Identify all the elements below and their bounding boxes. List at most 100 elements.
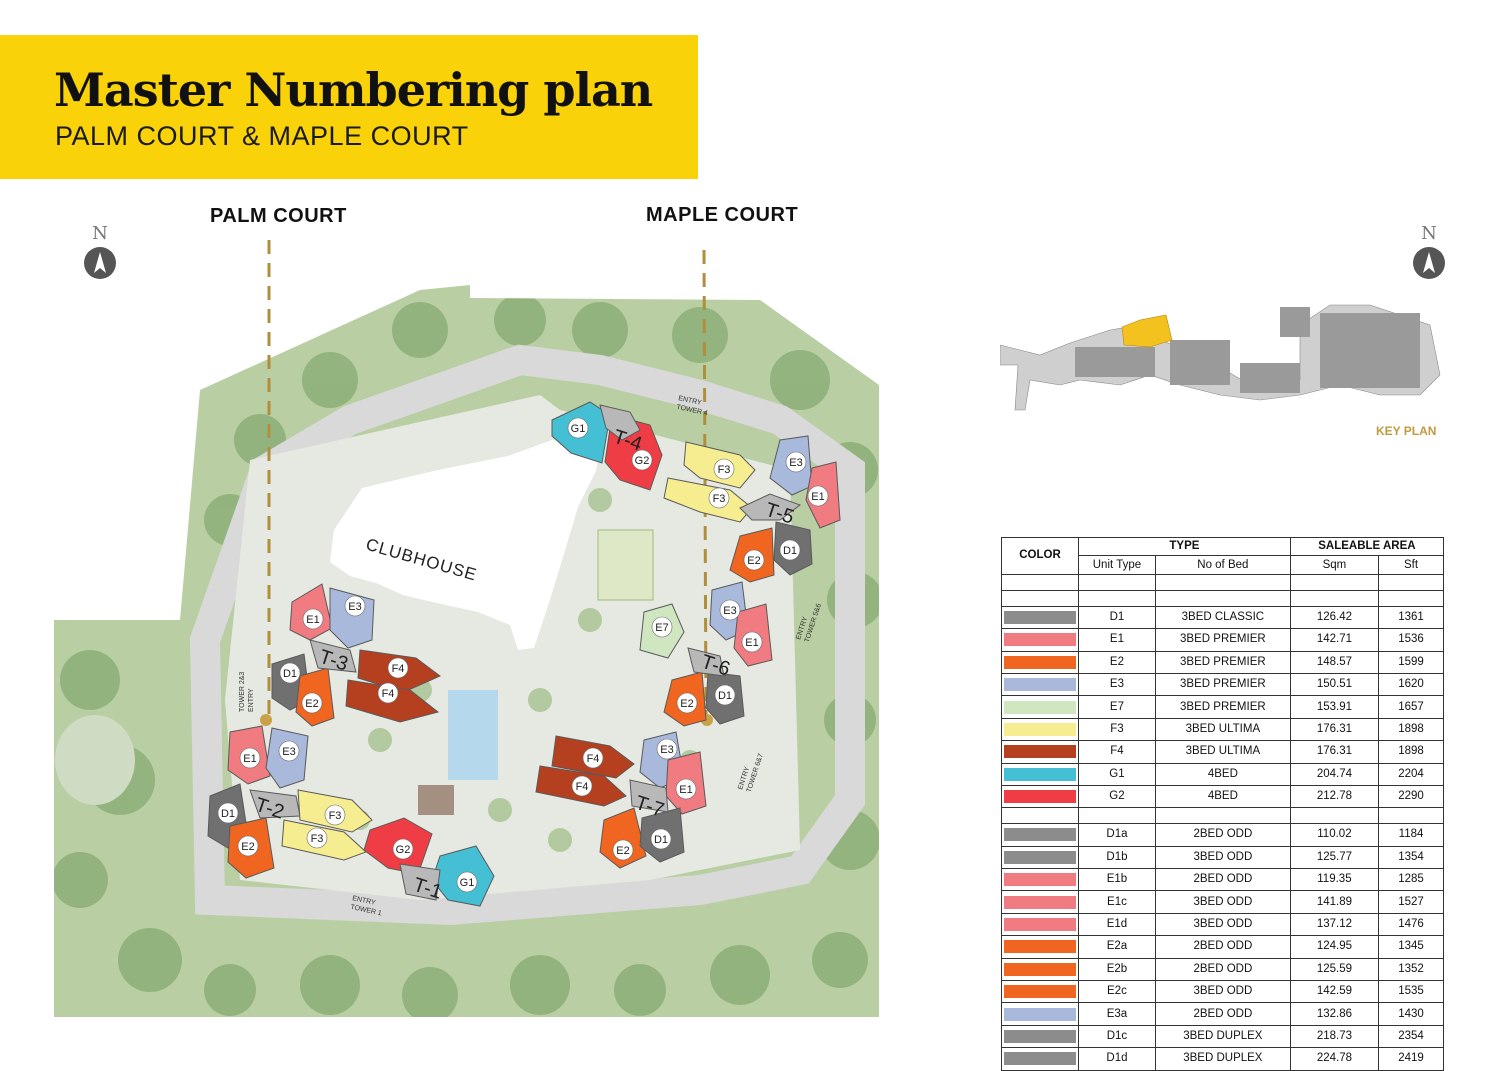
cell-bed: 3BED PREMIER [1154, 672, 1291, 697]
unit-badge-label: E3 [789, 457, 802, 469]
color-swatch [1004, 850, 1076, 864]
color-swatch [1004, 1052, 1076, 1066]
unit-badge-label: E2 [680, 698, 693, 710]
cell-sqm: 132.86 [1289, 1002, 1380, 1026]
cell-unit: E3 [1078, 672, 1156, 697]
unit-badge-label: F3 [718, 464, 731, 476]
cell-sqm: 137.12 [1289, 912, 1380, 937]
cell-unit: D1 [1078, 605, 1156, 630]
col-header-type: TYPE [1078, 536, 1291, 557]
entry-tower1-a: ENTRY [352, 895, 377, 907]
unit-badge: D1 [217, 802, 239, 824]
cell-unit: E1d [1078, 912, 1156, 937]
color-swatch [1004, 610, 1076, 624]
unit-badge: D1 [714, 684, 736, 706]
color-swatch [1004, 828, 1076, 842]
cell-sqm: 125.77 [1289, 845, 1380, 870]
unit-badge-label: F3 [311, 833, 324, 845]
cell-sft: 2290 [1378, 784, 1444, 809]
col-header-area: SALEABLE AREA [1289, 536, 1445, 557]
cell-bed: 2BED ODD [1154, 868, 1291, 892]
color-swatch [1004, 767, 1076, 781]
cell-sqm: 150.51 [1289, 672, 1380, 697]
cell-sqm: 124.95 [1289, 935, 1380, 959]
cell-bed: 2BED ODD [1154, 1002, 1291, 1026]
unit-badge: F4 [582, 747, 604, 769]
cell-unit: F4 [1078, 740, 1156, 764]
color-swatch [1004, 895, 1076, 909]
unit-badge-label: F4 [587, 753, 600, 765]
color-swatch [1004, 1030, 1076, 1043]
key-plan-map [1000, 285, 1445, 425]
saleable-area-table: COLOR TYPE SALEABLE AREA Unit Type No of… [1001, 536, 1445, 1071]
cell-bed: 4BED [1154, 762, 1291, 786]
unit-badge: G1 [567, 417, 589, 439]
cell-sqm: 141.89 [1289, 890, 1380, 914]
cell-sft: 1898 [1378, 717, 1444, 742]
unit-badge: F4 [387, 657, 409, 679]
unit-badge-label: E3 [348, 601, 361, 613]
unit-badge: E1 [239, 747, 261, 769]
cell-unit: E2c [1078, 980, 1156, 1004]
unit-badge: E3 [656, 738, 678, 760]
color-swatch [1004, 940, 1076, 954]
unit-badge-label: E3 [282, 746, 295, 758]
entry-tower23-b: ENTRY [248, 688, 255, 712]
unit-badge: E2 [612, 839, 634, 861]
cell-bed: 3BED CLASSIC [1154, 605, 1291, 630]
cell-sft: 1352 [1378, 957, 1444, 982]
cell-sft: 2204 [1378, 762, 1444, 786]
unit-badge-label: E2 [305, 698, 318, 710]
cell-sft: 1476 [1378, 912, 1444, 937]
cell-bed: 3BED ODD [1154, 980, 1291, 1004]
cell-unit: E1b [1078, 868, 1156, 892]
unit-badge: D1 [279, 662, 301, 684]
key-plan-label: KEY PLAN [1376, 424, 1437, 438]
color-swatch [1004, 918, 1076, 932]
table-spacer-row [1001, 807, 1444, 825]
north-arrow-icon: N [80, 223, 120, 283]
cell-sqm: 125.59 [1289, 957, 1380, 982]
cell-unit: E1 [1078, 628, 1156, 652]
unit-badge-label: E1 [243, 753, 256, 765]
cell-unit: E3a [1078, 1002, 1156, 1026]
unit-badge: F3 [713, 458, 735, 480]
cell-sft: 1361 [1378, 605, 1444, 630]
cell-bed: 3BED DUPLEX [1154, 1047, 1291, 1071]
color-swatch [1004, 985, 1076, 999]
unit-badge-label: G1 [571, 423, 586, 435]
unit-badge-label: D1 [221, 808, 235, 820]
cell-unit: D1d [1078, 1047, 1156, 1071]
cell-sft: 2419 [1378, 1047, 1444, 1071]
cell-unit: E2 [1078, 650, 1156, 674]
col-header-sft: Sft [1378, 555, 1444, 575]
cell-sft: 1620 [1378, 672, 1444, 697]
unit-badge: E2 [676, 692, 698, 714]
cell-sft: 1536 [1378, 628, 1444, 652]
cell-sft: 1527 [1378, 890, 1444, 914]
unit-badge: E1 [741, 631, 763, 653]
cell-bed: 3BED PREMIER [1154, 695, 1291, 719]
cell-unit: D1c [1078, 1024, 1156, 1049]
unit-badge: E2 [237, 835, 259, 857]
cell-sft: 1599 [1378, 650, 1444, 674]
cell-unit: E2a [1078, 935, 1156, 959]
cell-bed: 3BED ULTIMA [1154, 717, 1291, 742]
unit-badge: G1 [456, 871, 478, 893]
unit-badge: E3 [785, 451, 807, 473]
color-swatch [1004, 962, 1076, 976]
entry-tower23-a: TOWER 2&3 [239, 672, 246, 712]
unit-badge: E3 [719, 599, 741, 621]
unit-badge-label: E1 [811, 491, 824, 503]
